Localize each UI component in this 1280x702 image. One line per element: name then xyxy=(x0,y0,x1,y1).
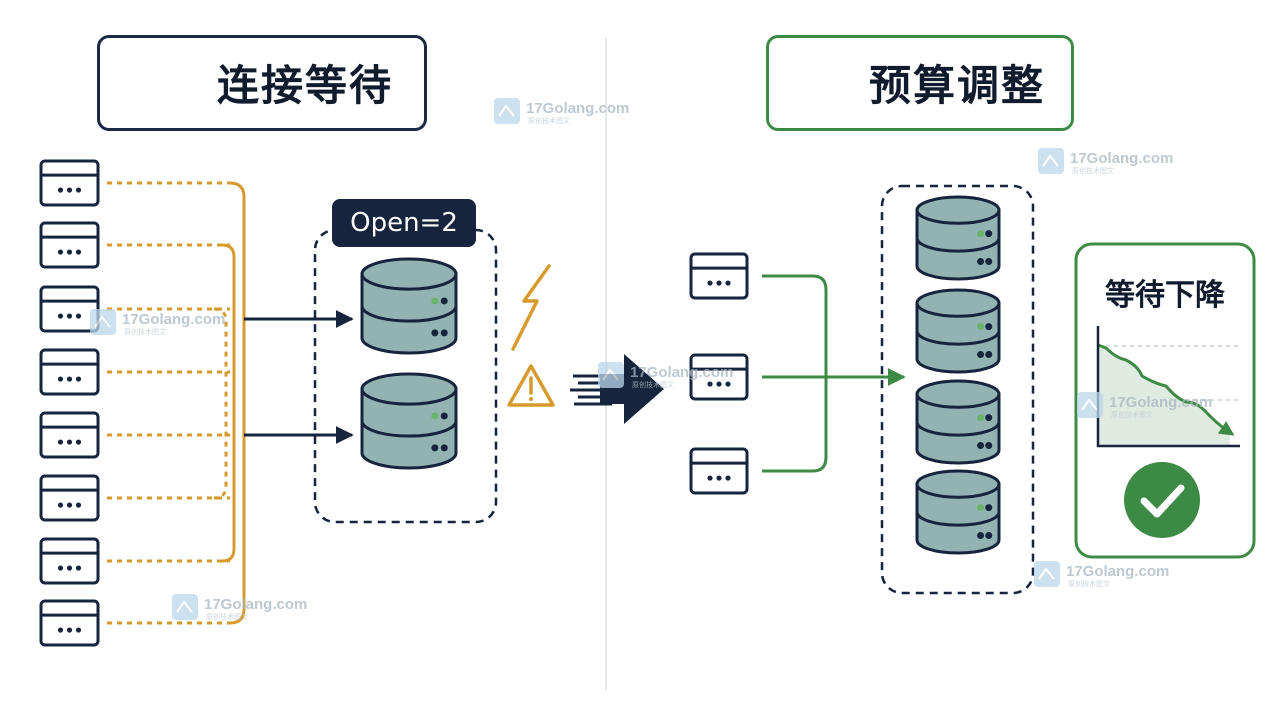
watermark-subtext: 原创技术图文 xyxy=(1072,166,1114,175)
database-icon xyxy=(915,379,1001,465)
small-warning-icon xyxy=(507,364,555,407)
client-window-icon xyxy=(39,285,100,333)
client-window-icon xyxy=(39,411,100,459)
client-window-icon xyxy=(39,537,100,585)
watermark-subtext: 原创技术图文 xyxy=(124,327,166,336)
database-icon xyxy=(915,195,1001,281)
watermark-subtext: 原创技术图文 xyxy=(1111,410,1153,419)
left-title-card: 连接等待 xyxy=(97,35,427,131)
left-title: 连接等待 xyxy=(217,61,394,110)
lightning-icon xyxy=(511,264,551,351)
database-icon xyxy=(360,257,458,355)
watermark-text: 17Golang.com xyxy=(526,100,629,117)
active-connections xyxy=(762,274,906,473)
result-label: 等待下降 xyxy=(1105,278,1225,313)
client-window-icon xyxy=(689,252,749,300)
wait-time-chart xyxy=(1096,326,1240,448)
database-icon xyxy=(360,372,458,470)
client-window-icon xyxy=(39,348,100,396)
watermark-text: 17Golang.com xyxy=(630,364,733,381)
client-window-icon xyxy=(39,159,100,207)
waiting-connections xyxy=(107,181,246,625)
watermark-subtext: 原创技术图文 xyxy=(632,380,674,389)
right-title-card: 预算调整 xyxy=(766,35,1074,131)
transition-arrow xyxy=(570,354,664,424)
database-icon xyxy=(915,469,1001,555)
watermark-subtext: 原创技术图文 xyxy=(206,612,248,621)
open-count-badge: Open=2 xyxy=(332,199,476,247)
client-window-icon xyxy=(39,221,100,269)
client-window-icon xyxy=(689,353,749,401)
watermark-text: 17Golang.com xyxy=(1066,563,1169,580)
watermark-text: 17Golang.com xyxy=(1070,150,1173,167)
client-window-icon xyxy=(39,599,100,647)
watermark-text: 17Golang.com xyxy=(122,311,225,328)
client-window-icon xyxy=(39,474,100,522)
watermark-text: 17Golang.com xyxy=(1109,394,1212,411)
success-check-icon xyxy=(1124,462,1200,538)
watermark-text: 17Golang.com xyxy=(204,596,307,613)
client-window-icon xyxy=(689,447,749,495)
watermark-subtext: 原创技术图文 xyxy=(528,116,570,125)
adjusted-pool-box xyxy=(880,184,1035,595)
database-icon xyxy=(915,288,1001,374)
right-title: 预算调整 xyxy=(869,61,1046,110)
watermark-subtext: 原创技术图文 xyxy=(1068,579,1110,588)
